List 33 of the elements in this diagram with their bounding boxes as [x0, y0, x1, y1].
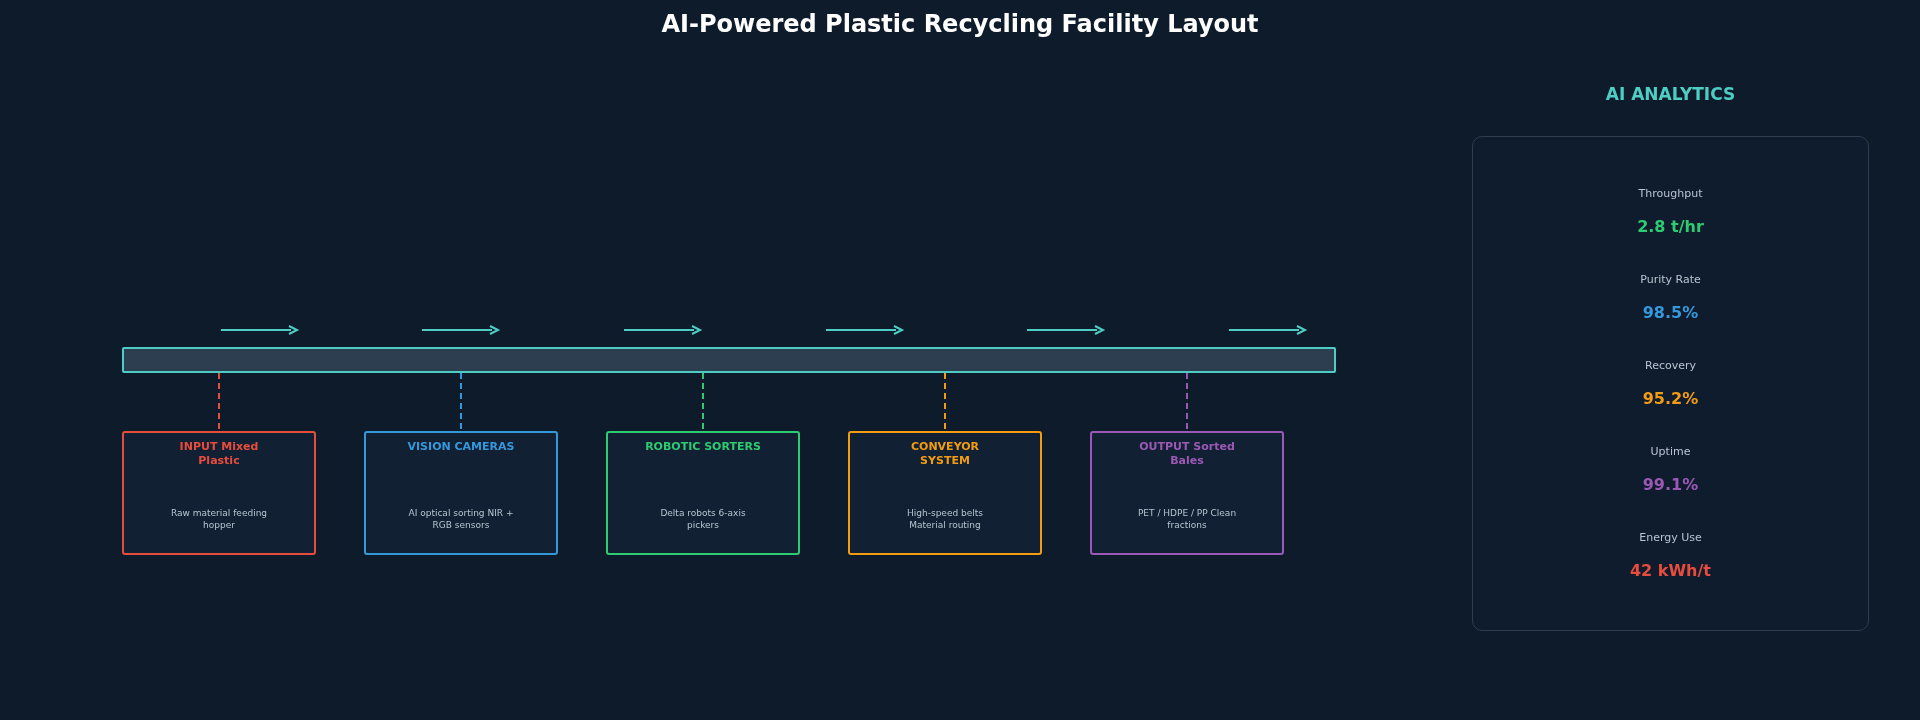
box-heading: CONVEYOR SYSTEM — [909, 440, 981, 468]
box-description: Raw material feeding hopper — [169, 507, 269, 531]
metric-label: Uptime — [1649, 445, 1692, 458]
process-box — [848, 431, 1042, 555]
process-box — [122, 431, 316, 555]
box-description: High-speed belts Material routing — [906, 507, 984, 531]
metric-label: Throughput — [1637, 187, 1704, 200]
box-heading: OUTPUT Sorted Bales — [1138, 440, 1236, 468]
metric-value: 95.2% — [1641, 389, 1700, 408]
box-heading: ROBOTIC SORTERS — [644, 440, 762, 454]
conveyor-belt — [122, 347, 1336, 373]
box-description: AI optical sorting NIR + RGB sensors — [407, 507, 515, 531]
process-box — [364, 431, 558, 555]
box-heading: INPUT Mixed Plastic — [178, 440, 260, 468]
process-box — [606, 431, 800, 555]
metric-label: Recovery — [1644, 359, 1697, 372]
metric-value: 98.5% — [1641, 303, 1700, 322]
metric-value: 2.8 t/hr — [1636, 217, 1705, 236]
dashed-connector — [944, 372, 946, 432]
box-description: PET / HDPE / PP Clean fractions — [1136, 507, 1238, 531]
dashed-connector — [1186, 372, 1188, 432]
panel-heading: AI ANALYTICS — [1604, 84, 1737, 104]
box-heading: VISION CAMERAS — [406, 440, 516, 454]
metric-value: 99.1% — [1641, 475, 1700, 494]
process-box — [1090, 431, 1284, 555]
dashed-connector — [460, 372, 462, 432]
box-description: Delta robots 6-axis pickers — [659, 507, 747, 531]
dashed-connector — [702, 372, 704, 432]
diagram-title: AI-Powered Plastic Recycling Facility Layout — [660, 10, 1260, 38]
metric-label: Purity Rate — [1639, 273, 1702, 286]
metric-label: Energy Use — [1638, 531, 1703, 544]
metric-value: 42 kWh/t — [1629, 561, 1712, 580]
dashed-connector — [218, 372, 220, 432]
